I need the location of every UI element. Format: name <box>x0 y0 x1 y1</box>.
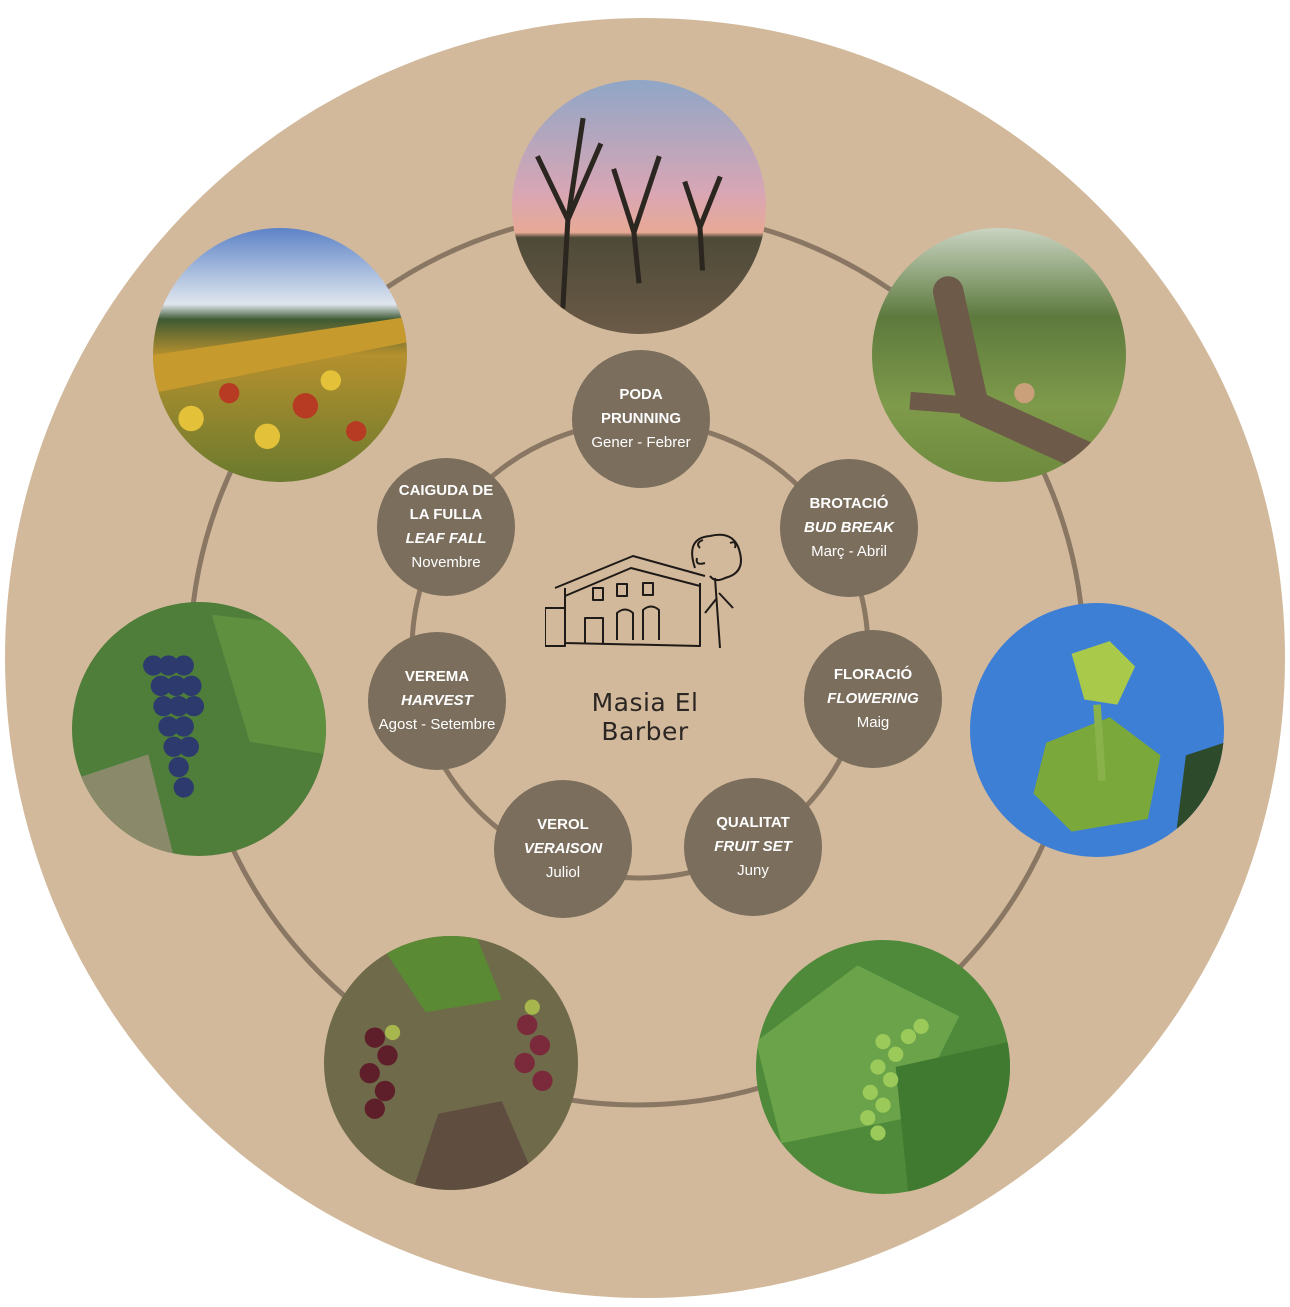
stage-english: HARVEST <box>401 692 473 709</box>
stage-title: PODA <box>619 386 663 403</box>
bud-break-vine-photo <box>872 228 1126 482</box>
brand-name: Masia El Barber <box>591 688 699 746</box>
stage-title: QUALITAT <box>716 814 790 831</box>
stage-english: FRUIT SET <box>714 838 792 855</box>
stage-months: Juliol <box>545 864 581 881</box>
stage-months: Maig <box>856 714 890 731</box>
stage-months: Agost - Setembre <box>378 716 496 733</box>
stage-title: CAIGUDA DE LA FULLA <box>398 482 494 523</box>
stage-node-poda: PODA PRUNNING Gener - Febrer <box>572 350 710 488</box>
stage-title: VEREMA <box>404 668 470 685</box>
green-berries-photo <box>756 940 1010 1194</box>
stage-english: FLOWERING <box>827 690 919 707</box>
stage-english: BUD BREAK <box>804 519 894 536</box>
stage-english: LEAF FALL <box>405 530 487 547</box>
autumn-vineyard-photo <box>153 228 407 482</box>
stage-title: VEROL <box>537 816 589 833</box>
pruned-vines-sunset-photo <box>512 80 766 334</box>
ripe-grapes-photo <box>72 602 326 856</box>
stage-node-verol: VEROL VERAISON Juliol <box>494 780 632 918</box>
stage-node-qualitat: QUALITAT FRUIT SET Juny <box>684 778 822 916</box>
stage-title: BROTACIÓ <box>809 495 889 512</box>
stage-months: Novembre <box>411 554 481 571</box>
vine-shoot-sky-photo <box>970 603 1224 857</box>
masia-house-logo <box>545 533 742 649</box>
stage-months: Gener - Febrer <box>591 434 691 451</box>
stage-months: Juny <box>737 862 769 879</box>
stage-node-floracio: FLORACIÓ FLOWERING Maig <box>804 630 942 768</box>
stage-months: Març - Abril <box>811 543 887 560</box>
stage-node-verema: VEREMA HARVEST Agost - Setembre <box>368 632 506 770</box>
stage-english: VERAISON <box>523 840 603 857</box>
stage-node-caiguda: CAIGUDA DE LA FULLA LEAF FALL Novembre <box>377 458 515 596</box>
stage-title: FLORACIÓ <box>833 666 913 683</box>
veraison-grapes-photo <box>324 936 578 1190</box>
stage-node-brotacio: BROTACIÓ BUD BREAK Març - Abril <box>780 459 918 597</box>
stage-english: PRUNNING <box>600 410 681 427</box>
